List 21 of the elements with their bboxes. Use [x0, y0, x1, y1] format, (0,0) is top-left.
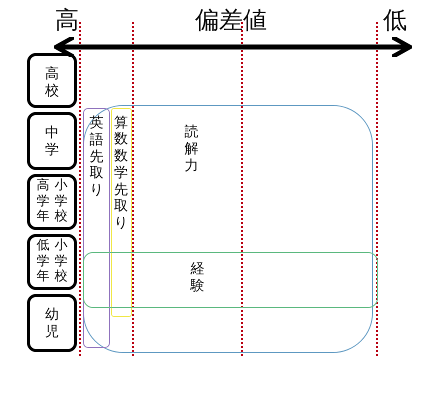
skill-label: 経験 — [190, 261, 205, 295]
axis-label: 低 — [383, 5, 407, 36]
skill-label: 算数数学先取り — [114, 114, 128, 232]
stage-label: 小学校 — [54, 178, 68, 225]
axis-label: 偏差値 — [195, 5, 267, 36]
stage-box — [27, 53, 77, 108]
skill-band — [110, 108, 132, 316]
stage-box — [27, 234, 77, 290]
stage-label: 高学年 — [36, 178, 50, 225]
stage-box — [27, 294, 77, 352]
stage-box — [27, 112, 77, 170]
stage-label: 中学 — [44, 125, 60, 159]
skill-label: 読解力 — [184, 124, 199, 174]
skill-label: 英語先取り — [89, 115, 104, 199]
stage-label: 幼児 — [44, 307, 60, 341]
stage-label: 高校 — [44, 66, 60, 100]
axis-label: 高 — [55, 5, 79, 36]
skill-area — [83, 105, 373, 353]
stage-label: 小学校 — [54, 238, 68, 285]
stage-label: 低学年 — [36, 238, 50, 285]
stage-box — [27, 174, 77, 230]
